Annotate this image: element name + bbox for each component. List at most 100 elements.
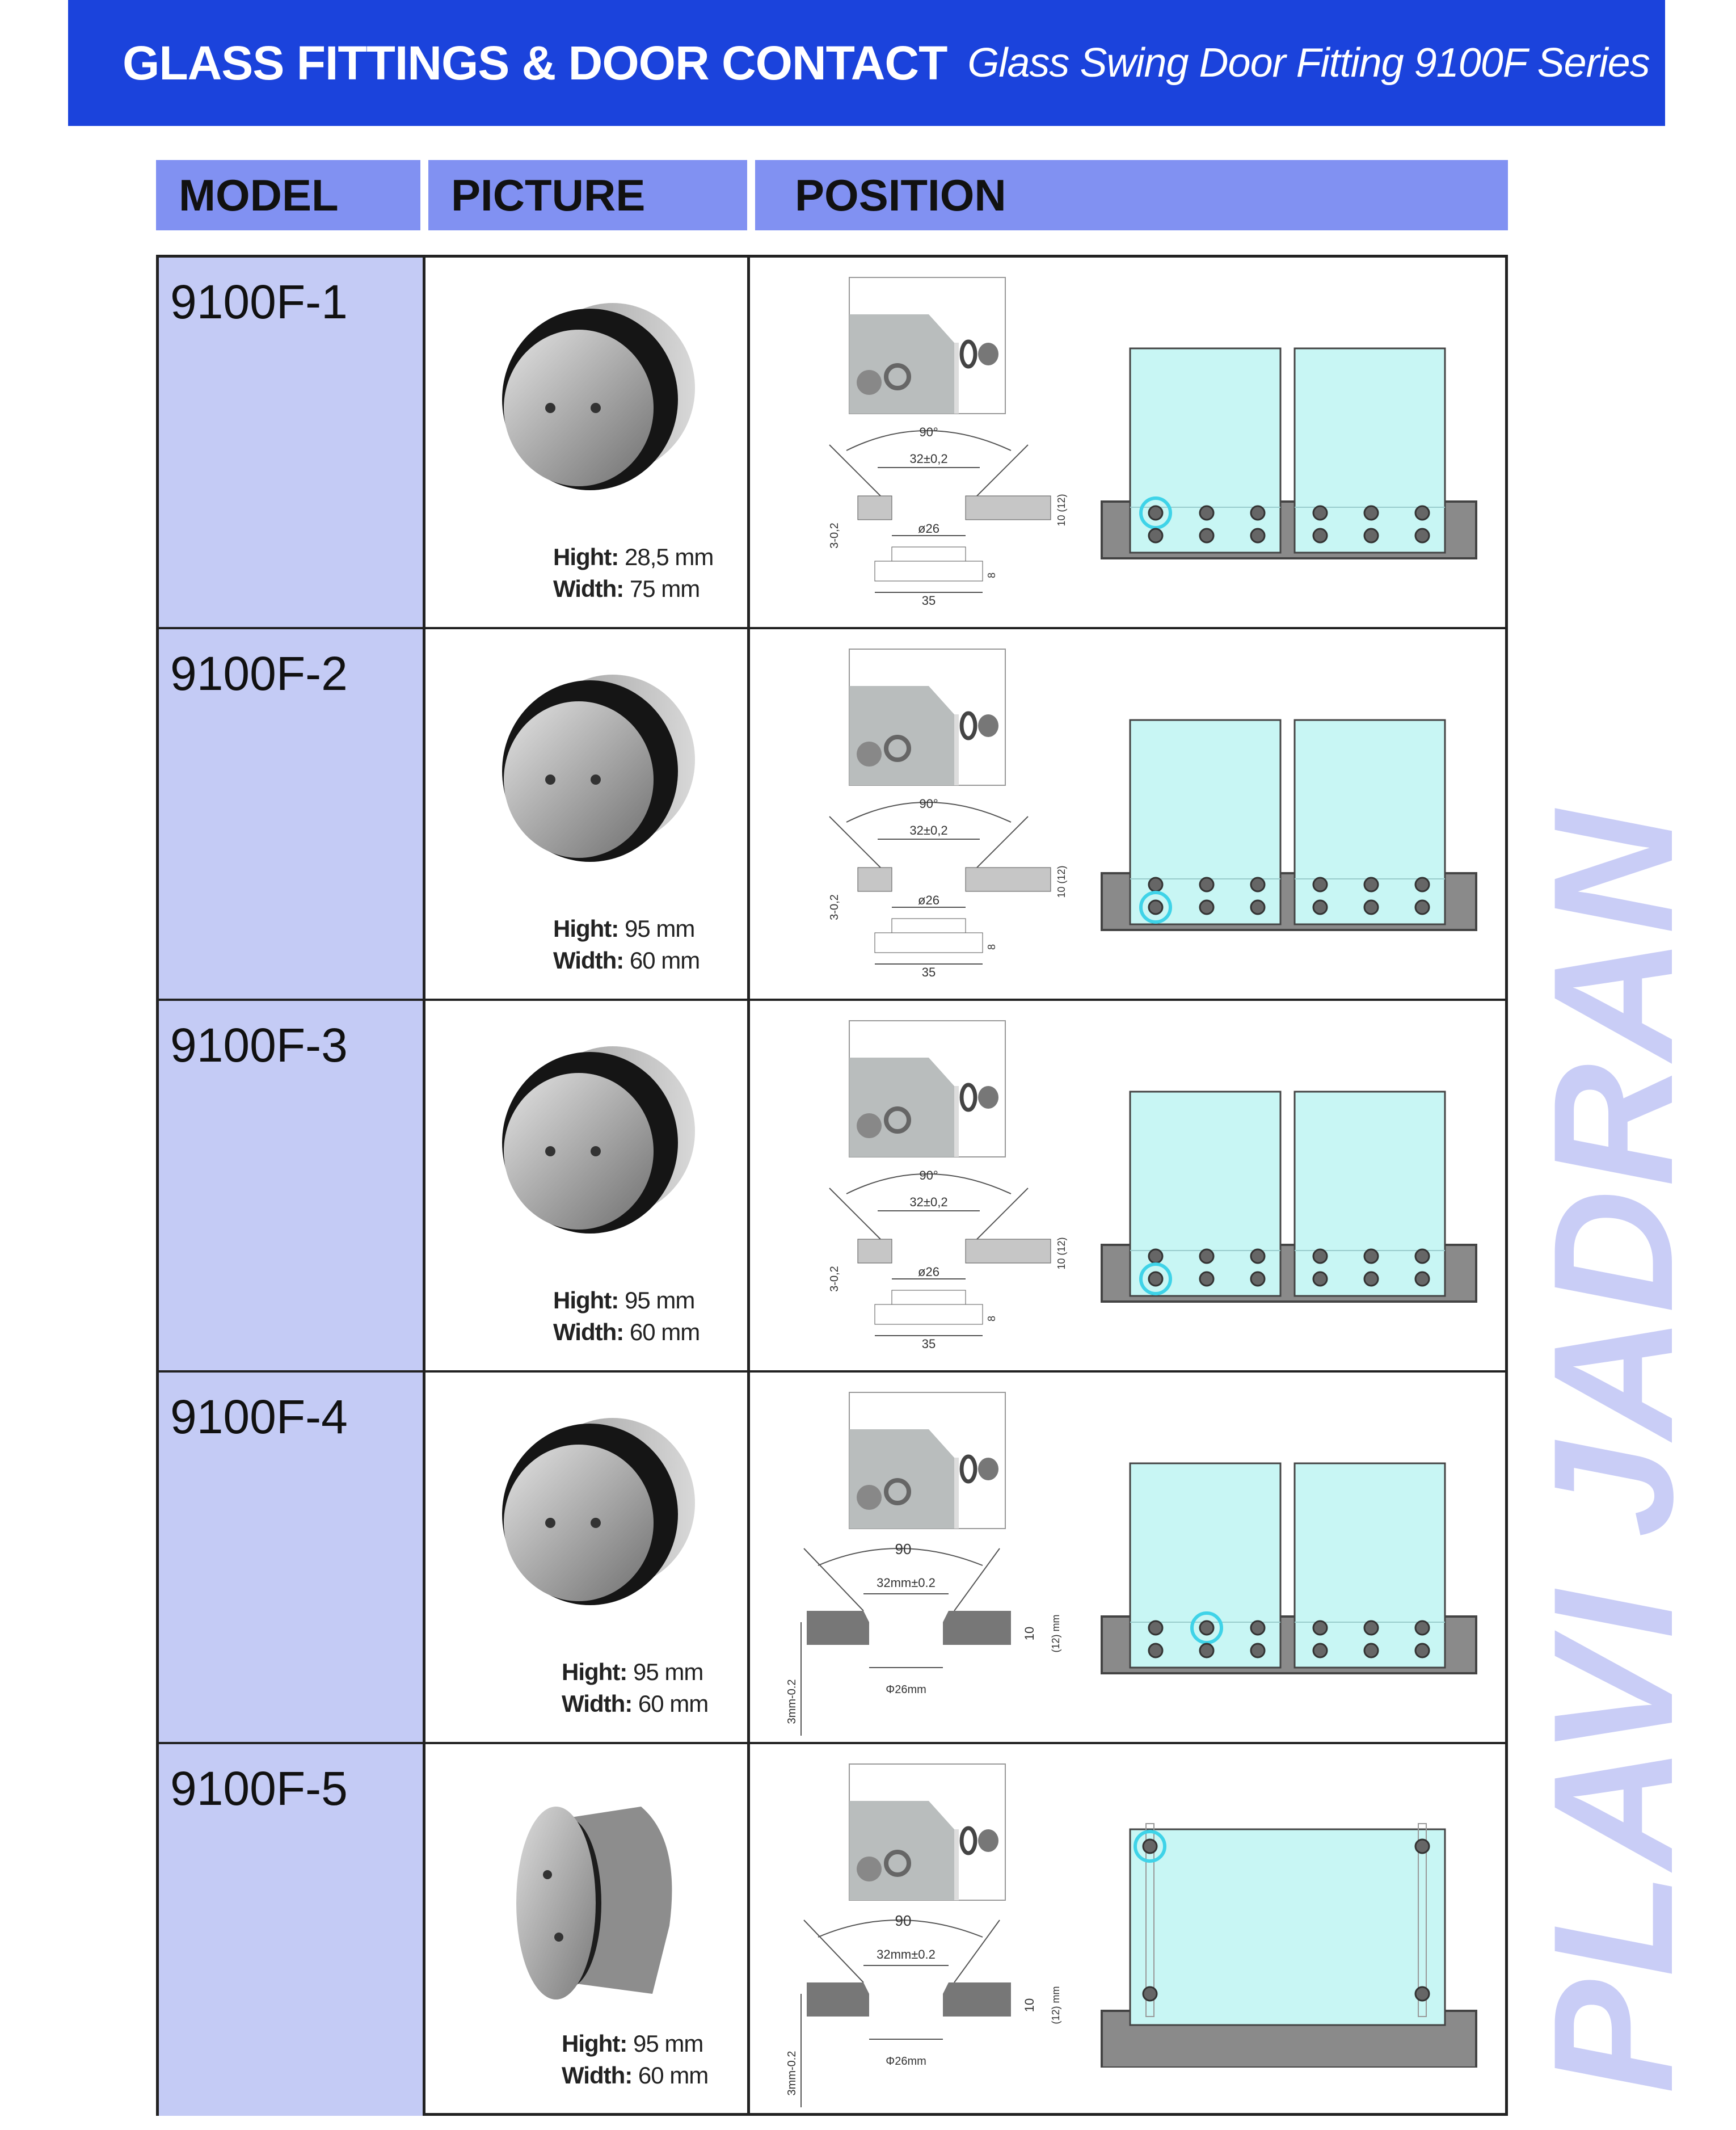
product-photo [502, 675, 695, 862]
glass-panel [1293, 347, 1446, 554]
fixing-hole [1148, 505, 1164, 521]
drawing-label: ø26 [918, 1265, 939, 1279]
highlight-ring [1139, 496, 1172, 529]
product-photo [502, 1418, 695, 1605]
fixing-hole [1363, 528, 1379, 544]
drawing-label: 90 [895, 1912, 912, 1929]
fixing-hole [1414, 1838, 1430, 1854]
fixing-hole [1363, 505, 1379, 521]
fixing-hole [1250, 877, 1266, 893]
hight-label: Hight: [562, 2030, 627, 2057]
table-row: 9100F-2 Hight: 95 mm Width: 60 mm 90° 32±… [159, 629, 1505, 1001]
highlight-ring [1139, 891, 1172, 924]
fixing-hole [1414, 899, 1430, 915]
fixing-hole [1199, 899, 1215, 915]
fixing-hole [1250, 1643, 1266, 1658]
product-photo [516, 1807, 672, 1999]
model-cell: 9100F-3 [159, 1001, 425, 1370]
fixing-hole [1250, 1271, 1266, 1287]
drawing-label: 8 [986, 573, 997, 578]
fixing-hole [1250, 1248, 1266, 1264]
drawing-label: 3-0,2 [828, 894, 841, 920]
glass-panel [1293, 1091, 1446, 1297]
fixing-hole [1250, 899, 1266, 915]
dimensions: Hight: 95 mm Width: 60 mm [553, 1285, 700, 1348]
highlight-ring [1139, 1262, 1172, 1295]
fixing-hole [1363, 1248, 1379, 1264]
fixing-hole [1363, 899, 1379, 915]
drawing-label: 10 [1022, 1627, 1036, 1640]
drawing-label: 32mm±0.2 [877, 1947, 936, 1961]
fixing-hole [1312, 528, 1328, 544]
model-number: 9100F-1 [170, 275, 348, 329]
glass-panel [1129, 1828, 1446, 2026]
model-cell: 9100F-1 [159, 258, 425, 627]
highlight-ring [1190, 1611, 1223, 1644]
picture-cell: Hight: 95 mm Width: 60 mm [425, 1001, 750, 1370]
page-title: GLASS FITTINGS & DOOR CONTACT [123, 36, 947, 90]
hight-value: 95 mm [624, 1287, 695, 1314]
fixing-hole [1312, 1248, 1328, 1264]
table-row: 9100F-3 Hight: 95 mm Width: 60 mm 90°32±… [159, 1001, 1505, 1373]
drawing-label: (12) mm [1050, 1615, 1061, 1653]
fixing-hole [1199, 528, 1215, 544]
width-value: 60 mm [638, 1690, 709, 1717]
fixing-hole [1148, 877, 1164, 893]
fixing-hole [1312, 1271, 1328, 1287]
fixing-hole [1414, 1248, 1430, 1264]
model-number: 9100F-2 [170, 647, 348, 700]
hight-label: Hight: [553, 1287, 619, 1314]
page-banner: GLASS FITTINGS & DOOR CONTACT Glass Swin… [68, 0, 1665, 126]
model-number: 9100F-3 [170, 1018, 348, 1072]
hight-label: Hight: [562, 1658, 627, 1685]
fixing-hole [1363, 1620, 1379, 1636]
drawing-label: Φ26mm [886, 1683, 926, 1696]
fixing-hole [1148, 899, 1164, 915]
column-header-model: MODEL [156, 160, 420, 230]
model-cell: 9100F-2 [159, 629, 425, 999]
model-cell: 9100F-5 [159, 1744, 425, 2116]
highlight-ring [1134, 1830, 1166, 1863]
fixing-hole [1199, 505, 1215, 521]
page-subtitle: Glass Swing Door Fitting 9100F Series [967, 40, 1650, 86]
model-number: 9100F-4 [170, 1390, 348, 1443]
drawing-label: 3-0,2 [828, 1266, 841, 1292]
drawing-label: 90° [919, 797, 938, 811]
fixing-hole [1148, 1248, 1164, 1264]
picture-cell: Hight: 95 mm Width: 60 mm [425, 1373, 750, 1742]
drawing-label: 10 [1022, 1998, 1036, 2012]
fixing-hole [1199, 1643, 1215, 1658]
drawing-label: 3mm-0.2 [786, 1679, 798, 1724]
drawing-label: 35 [922, 1337, 936, 1351]
drawing-label: 32±0,2 [909, 823, 947, 837]
column-header-picture: PICTURE [428, 160, 747, 230]
product-photo [502, 303, 695, 490]
fixing-hole [1148, 528, 1164, 544]
fixing-hole [1148, 1643, 1164, 1658]
width-value: 60 mm [629, 947, 700, 974]
drawing-label: 10 (12) [1056, 494, 1067, 526]
product-photo [502, 1046, 695, 1234]
drawing-label: 90 [895, 1540, 912, 1557]
drawing-label: 8 [986, 944, 997, 950]
position-diagram [1101, 1823, 1477, 2068]
fixing-hole [1363, 1643, 1379, 1658]
model-number: 9100F-5 [170, 1762, 348, 1815]
position-diagram [1101, 719, 1477, 931]
column-header-position: POSITION [755, 160, 1508, 230]
drawing-label: 3mm-0.2 [786, 2051, 798, 2096]
drawing-label: 35 [922, 593, 936, 608]
fixing-hole [1199, 1248, 1215, 1264]
width-label: Width: [562, 1690, 633, 1717]
dimensions: Hight: 95 mm Width: 60 mm [553, 913, 700, 976]
position-diagram [1101, 347, 1477, 559]
hight-label: Hight: [553, 915, 619, 942]
picture-cell: Hight: 95 mm Width: 60 mm [425, 1744, 750, 2116]
width-label: Width: [553, 1319, 624, 1345]
glass-panel [1293, 719, 1446, 925]
table-row: 9100F-5 Hight: 95 mm Width: 60 mm 90 32mm… [159, 1744, 1505, 2116]
